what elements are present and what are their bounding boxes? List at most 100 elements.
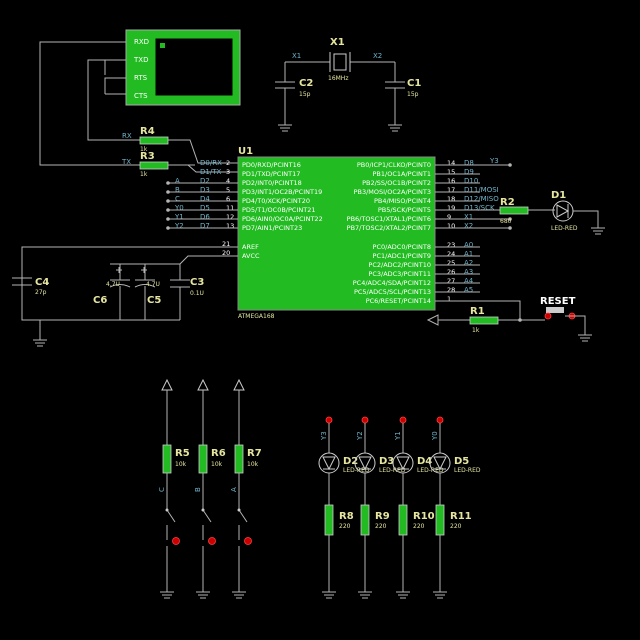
- u1-power-pin-name: AVCC: [242, 252, 260, 260]
- net-y3-label: Y3: [489, 157, 499, 165]
- r1-ref: R1: [470, 306, 485, 317]
- portc-wiring: [435, 246, 521, 320]
- r4-value: 1k: [140, 146, 148, 153]
- u1-right-pin-name: PB7/TOSC2/XTAL2/PCINT7: [347, 224, 431, 232]
- r2-ref: R2: [500, 197, 515, 208]
- led-value: LED-RED: [454, 467, 481, 474]
- terminal-pin-cts: CTS: [134, 92, 148, 100]
- crystal-x1[interactable]: X1 16MHz X1 X2: [285, 37, 395, 82]
- led-resistor-value: 220: [375, 523, 387, 530]
- led-net-label: Y2: [356, 431, 364, 441]
- led-resistor-value: 220: [339, 523, 351, 530]
- led-group: Y3D2LED-REDR8220Y2D3LED-REDR9220Y1D4LED-…: [318, 416, 481, 599]
- u1-right-pin-number: 25: [447, 259, 455, 267]
- capacitor-c1[interactable]: C1 15p: [385, 62, 421, 132]
- led-ref: D2: [343, 456, 358, 467]
- switch-resistor-ref: R7: [247, 448, 262, 459]
- resistor-r1[interactable]: R1 1k: [426, 306, 545, 334]
- u1-right-pin-number: 18: [447, 195, 455, 203]
- u1-right-pin-number: 9: [447, 213, 451, 221]
- led-resistor-body: [435, 504, 445, 536]
- u1-right-pin-number: 10: [447, 222, 455, 230]
- u1-left-pin-name: PD7/AIN1/PCINT23: [242, 224, 302, 232]
- led-value: LED-RED: [417, 467, 444, 474]
- u1-right-pin-name: PC1/ADC1/PCINT9: [373, 252, 431, 260]
- power-rail: [21, 246, 238, 347]
- u1-right-pin-name: PC6/RESET/PCINT14: [366, 297, 431, 305]
- led-d1[interactable]: D1 LED-RED: [551, 190, 605, 235]
- power-arrow-icon: [233, 378, 245, 391]
- left-bus: [166, 181, 238, 230]
- u1-right-pin-number: 16: [447, 177, 455, 185]
- led-ref: D5: [454, 456, 469, 467]
- u1-left-pin-net: D2: [200, 177, 210, 185]
- led-resistor-ref: R8: [339, 511, 354, 522]
- c3-value: 0.1U: [190, 290, 204, 297]
- net-terminal-icon: [436, 416, 444, 424]
- chip-u1[interactable]: U1 ATMEGA168: [237, 146, 436, 320]
- led-resistor-ref: R10: [413, 511, 435, 522]
- u1-left-pin-name: PD6/AIN0/OC0A/PCINT22: [242, 215, 323, 223]
- capacitor-c5[interactable]: C5 4.7U: [134, 264, 161, 320]
- led-resistor-value: 220: [413, 523, 425, 530]
- r4-ref: R4: [140, 126, 155, 137]
- u1-right-pin-net: A0: [464, 241, 473, 249]
- terminal-indicator-icon: [160, 43, 165, 48]
- c6-value: 4.7U: [106, 281, 120, 288]
- u1-part: ATMEGA168: [238, 313, 275, 320]
- u1-left-pin-net: D3: [200, 186, 210, 194]
- u1-right-pin-net: D8: [464, 159, 474, 167]
- u1-power-pin-name: AREF: [242, 243, 259, 251]
- u1-right-pin-net: A2: [464, 259, 473, 267]
- u1-right-pin-net: A5: [464, 286, 473, 294]
- c4-value: 27p: [35, 289, 47, 296]
- c1-value: 15p: [407, 91, 419, 98]
- switch-net-label: C: [158, 487, 166, 492]
- u1-right-pin-name: PB5/SCK/PCINT5: [378, 206, 431, 214]
- u1-left-pin-net: D1/TX: [200, 168, 221, 176]
- u1-left-pin-number: 13: [226, 222, 234, 230]
- capacitor-c3[interactable]: C3 0.1U: [170, 264, 204, 320]
- u1-right-pin-name: PC2/ADC2/PCINT10: [368, 261, 431, 269]
- u1-right-pin-net: A1: [464, 250, 473, 258]
- c6-ref: C6: [93, 295, 107, 306]
- switch-resistor-ref: R6: [211, 448, 226, 459]
- u1-left-pin-name: PD5/T1/OC0B/PCINT21: [242, 206, 315, 214]
- virtual-terminal[interactable]: RXD TXD RTS CTS: [125, 29, 241, 106]
- switch-resistor-body: [234, 444, 244, 474]
- switch-resistor-value: 10k: [211, 461, 223, 468]
- u1-right-pin-number: 27: [447, 277, 455, 285]
- c2-value: 15p: [299, 91, 311, 98]
- capacitor-c4[interactable]: C4 27p: [12, 247, 49, 320]
- resistor-r4[interactable]: R4 1k RX: [122, 126, 238, 164]
- u1-left-pin-number: 6: [226, 195, 230, 203]
- u1-left-pin-ext: Y2: [174, 222, 184, 230]
- net-terminal-icon: [361, 416, 369, 424]
- crystal-value: 16MHz: [328, 75, 348, 82]
- u1-right-pin-number: 1: [447, 295, 451, 303]
- led-net-label: Y1: [394, 431, 402, 441]
- u1-left-pin-number: 4: [226, 177, 230, 185]
- r4-net: RX: [122, 132, 132, 140]
- capacitor-c6[interactable]: C6 4.7U: [93, 264, 131, 320]
- c5-value: 4.7U: [146, 281, 160, 288]
- u1-right-pin-name: PC5/ADC5/SCL/PCINT13: [354, 288, 431, 296]
- led-net-label: Y0: [431, 431, 439, 441]
- capacitor-c2[interactable]: C2 15p: [275, 62, 313, 132]
- resistor-r3[interactable]: R3 1k TX: [121, 151, 238, 178]
- resistor-r2[interactable]: R2 680: [480, 197, 555, 225]
- u1-left-pin-ext: Y0: [174, 204, 184, 212]
- terminal-pin-rts: RTS: [134, 74, 148, 82]
- reset-button[interactable]: RESET: [540, 296, 592, 342]
- r2-value: 680: [500, 218, 512, 225]
- led-resistor-body: [324, 504, 334, 536]
- u1-right-pin-name: PB2/SS/OC1B/PCINT2: [362, 179, 431, 187]
